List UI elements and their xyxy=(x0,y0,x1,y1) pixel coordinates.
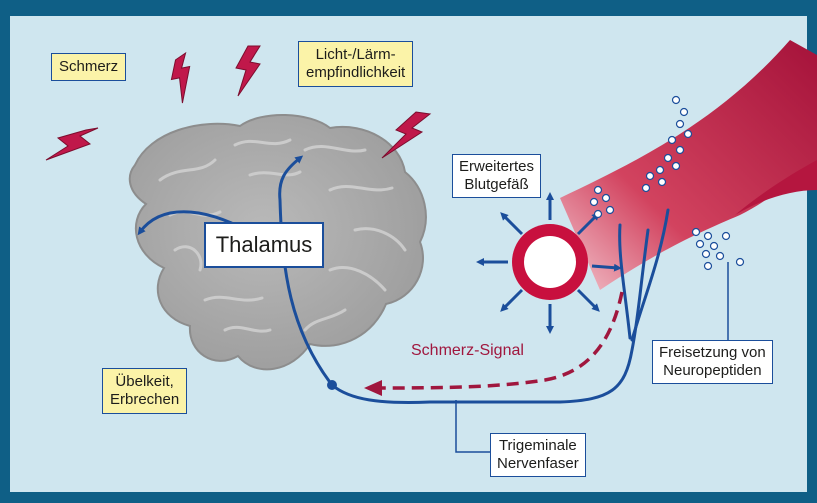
lightning-bolt-icon xyxy=(236,46,260,96)
arrow-outward-icon xyxy=(503,215,522,234)
lightning-bolt-icon xyxy=(46,128,98,160)
label-neuropeptide-release: Freisetzung von Neuropeptiden xyxy=(652,340,773,384)
label-nausea-vomiting: Übelkeit, Erbrechen xyxy=(102,368,187,414)
arrow-outward-icon xyxy=(578,290,597,309)
label-dilated-vessel: Erweitertes Blutgefäß xyxy=(452,154,541,198)
label-nausea-line1: Übelkeit, xyxy=(110,373,179,391)
label-light-noise-line2: empfindlichkeit xyxy=(306,64,405,82)
label-nerve-fiber-line2: Nervenfaser xyxy=(497,455,579,473)
label-pain: Schmerz xyxy=(51,53,126,81)
bubble-circle-icon xyxy=(673,97,680,104)
label-pain-text: Schmerz xyxy=(59,58,118,75)
label-nausea-line2: Erbrechen xyxy=(110,391,179,409)
label-light-noise-sensitivity: Licht-/Lärm- empfindlichkeit xyxy=(298,41,413,87)
label-trigeminal-nerve-fiber: Trigeminale Nervenfaser xyxy=(490,433,586,477)
blood-vessel xyxy=(512,40,817,300)
label-nerve-fiber-line1: Trigeminale xyxy=(497,437,579,455)
nerve-junction xyxy=(327,380,337,390)
lightning-bolt-icon xyxy=(164,53,204,103)
lightning-bolt-icon xyxy=(382,112,430,158)
arrow-outward-icon xyxy=(503,290,522,309)
label-neuropeptide-line2: Neuropeptiden xyxy=(659,362,766,380)
label-neuropeptide-line1: Freisetzung von xyxy=(659,344,766,362)
arrow-outward-icon xyxy=(592,266,618,268)
label-dilated-vessel-line2: Blutgefäß xyxy=(459,176,534,194)
label-light-noise-line1: Licht-/Lärm- xyxy=(306,46,405,64)
label-pain-signal: Schmerz-Signal xyxy=(411,342,524,360)
label-thalamus: Thalamus xyxy=(204,222,324,268)
label-dilated-vessel-line1: Erweitertes xyxy=(459,158,534,176)
